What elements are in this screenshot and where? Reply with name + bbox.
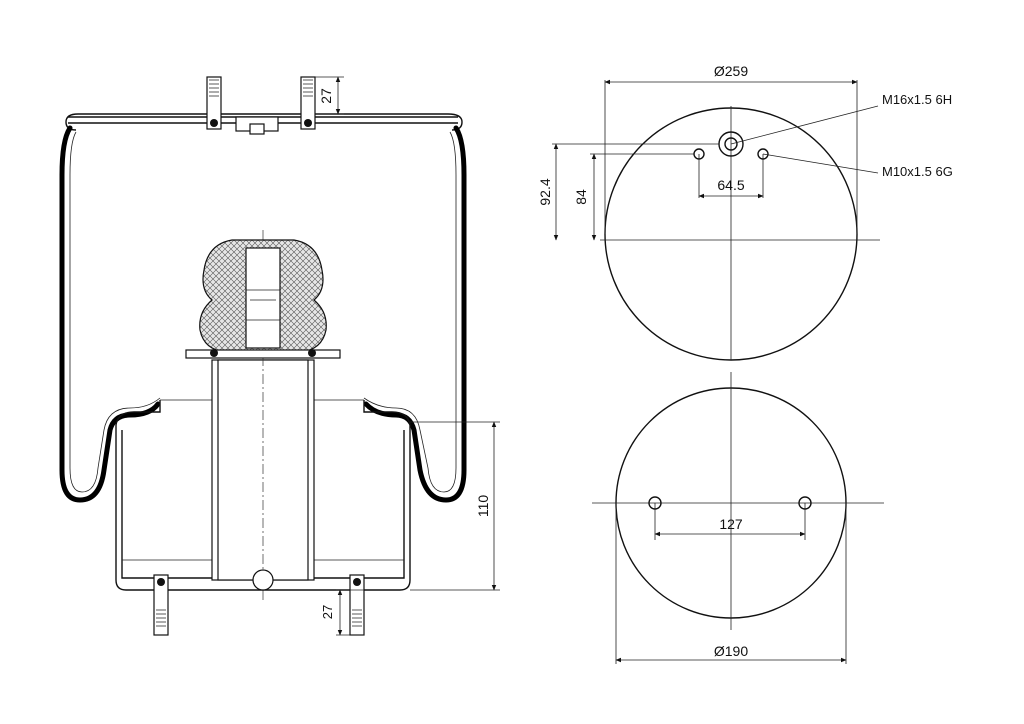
bottom-bolt-spacing-label: 127 — [719, 516, 743, 532]
side-section-view: 27 27 110 — [59, 76, 500, 636]
center-thread-callout: M16x1.5 6H — [882, 92, 952, 107]
top-bead-plate — [65, 113, 463, 135]
bottom-plan-view: 127 Ø190 — [592, 372, 884, 664]
offset-84-label: 84 — [573, 189, 589, 205]
dimension-bottom-stud: 27 — [320, 589, 364, 636]
bump-stop — [185, 239, 341, 359]
bottom-stud-length-label: 27 — [320, 605, 335, 619]
offset-92-label: 92.4 — [537, 178, 553, 205]
side-thread-callout: M10x1.5 6G — [882, 164, 953, 179]
top-stud-left — [206, 76, 222, 130]
dimension-piston-height: 110 — [410, 421, 500, 591]
bottom-stud-right — [349, 574, 365, 636]
piston — [115, 230, 411, 600]
top-diameter-label: Ø259 — [714, 63, 748, 79]
piston-height-label: 110 — [475, 495, 491, 518]
bottom-diameter-label: Ø190 — [714, 643, 748, 659]
bottom-stud-left — [153, 574, 169, 636]
top-stud-right — [300, 76, 316, 130]
top-stud-length-label: 27 — [318, 88, 334, 104]
top-bolt-spacing-label: 64.5 — [717, 177, 744, 193]
top-plan-view: Ø259 64.5 84 92.4 M16x1.5 6H M10x1.5 6G — [537, 63, 953, 361]
rubber-bellow — [59, 125, 467, 503]
dimension-top-stud: 27 — [315, 76, 344, 115]
